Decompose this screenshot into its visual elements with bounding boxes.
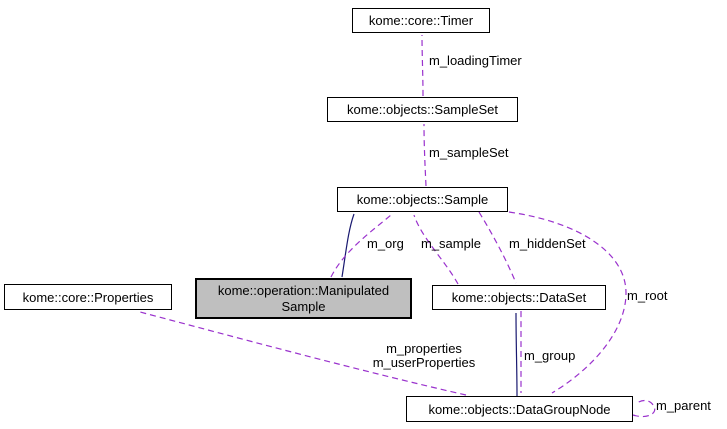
edge-label-m-loadingTimer: m_loadingTimer — [429, 53, 522, 68]
edge-m-parent — [632, 399, 656, 418]
node-label: kome::objects::DataGroupNode — [428, 401, 611, 417]
edge-m-root — [508, 211, 627, 394]
node-kome-objects-sampleset[interactable]: kome::objects::SampleSet — [327, 97, 518, 122]
edge-inherit-datagroupnode-to-dataset — [515, 312, 518, 397]
edge-m-sample — [413, 214, 459, 285]
node-label-line1: kome::operation::Manipulated — [217, 282, 390, 298]
edge-label-m-userProperties-line2: m_userProperties — [372, 355, 476, 370]
node-label-line2: Sample — [281, 298, 326, 314]
edge-label-m-properties-line1: m_properties — [386, 341, 462, 356]
edge-m-hiddenSet — [478, 211, 517, 284]
node-kome-objects-dataset[interactable]: kome::objects::DataSet — [432, 285, 606, 310]
node-kome-core-timer[interactable]: kome::core::Timer — [352, 8, 490, 33]
edge-label-m-sampleSet: m_sampleSet — [429, 145, 509, 160]
edge-label-m-org: m_org — [367, 236, 404, 251]
edge-label-m-group: m_group — [524, 348, 576, 363]
edge-label-m-sample: m_sample — [421, 236, 481, 251]
node-kome-operation-manipulatedsample: kome::operation::Manipulated Sample — [195, 278, 412, 319]
edge-m-loadingTimer — [421, 34, 424, 97]
node-label: kome::objects::Sample — [356, 192, 489, 207]
node-kome-core-properties[interactable]: kome::core::Properties — [4, 284, 172, 310]
edge-label-m-properties: m_properties m_userProperties — [348, 342, 500, 370]
edge-m-org — [330, 214, 392, 278]
node-label: kome::objects::DataSet — [451, 290, 587, 305]
node-kome-objects-sample[interactable]: kome::objects::Sample — [337, 187, 508, 212]
edge-label-m-parent: m_parent — [656, 398, 711, 413]
edge-label-m-hiddenSet: m_hiddenSet — [509, 236, 586, 251]
node-label: kome::objects::SampleSet — [346, 102, 499, 117]
edge-m-sampleSet — [423, 123, 427, 187]
node-label: kome::core::Properties — [22, 289, 154, 305]
node-kome-objects-datagroupnode[interactable]: kome::objects::DataGroupNode — [406, 396, 633, 422]
node-label: kome::core::Timer — [368, 13, 474, 28]
edge-inherit-manipulated-to-sample — [341, 213, 355, 278]
edge-m-properties — [139, 311, 467, 396]
edge-label-m-root: m_root — [627, 288, 668, 303]
